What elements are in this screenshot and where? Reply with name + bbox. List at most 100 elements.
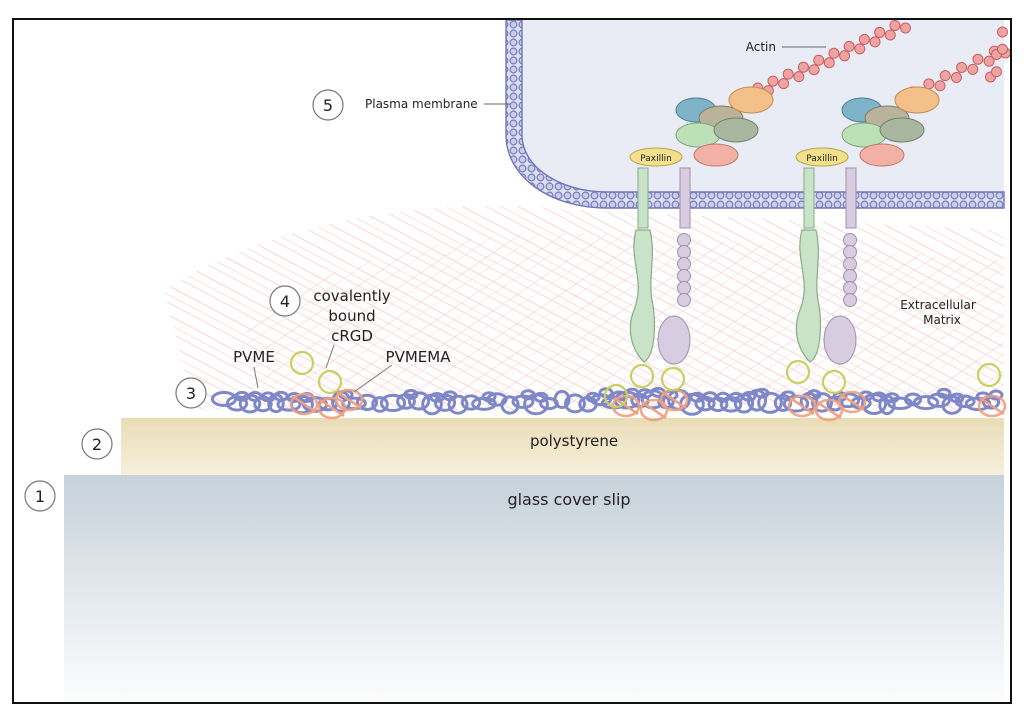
pvmema-strand	[336, 391, 362, 409]
crgd-ring	[785, 359, 811, 385]
ligand-label-line1: covalently	[313, 287, 390, 305]
polymer-coil	[460, 394, 482, 411]
figure-frame: glass cover slip polystyrene Actin Paxil…	[12, 18, 1012, 704]
pvmema-label: PVMEMA	[386, 348, 452, 366]
actin-label: Actin	[746, 40, 776, 54]
pvmema-strand	[291, 395, 317, 413]
pvmema-coil	[837, 390, 867, 414]
pvme-label: PVME	[233, 348, 275, 366]
pvmema-strand	[979, 397, 1005, 415]
glass-cover-slip: glass cover slip	[64, 475, 1004, 702]
callout-3-number: 3	[186, 384, 196, 403]
actin-bead	[950, 72, 962, 84]
integrin-alpha	[629, 229, 655, 363]
polymer-coil	[355, 393, 379, 411]
pvmema-coil	[639, 398, 669, 422]
pvmema-coil	[977, 394, 1007, 418]
actin-bead	[874, 26, 886, 38]
glass-label: glass cover slip	[507, 490, 630, 509]
integrin-beta-domain	[843, 293, 857, 307]
polystyrene-layer: polystyrene	[121, 418, 1004, 475]
polymer-coil	[936, 387, 952, 399]
pvmema-coil	[334, 388, 364, 412]
callout-1: 1	[24, 480, 56, 512]
focal-adhesions: Paxillin Paxillin	[629, 86, 940, 365]
plasma-membrane	[505, 20, 1005, 209]
membrane-label-text: Plasma membrane	[365, 97, 478, 111]
polystyrene-label: polystyrene	[530, 432, 618, 450]
callout-2: 2	[81, 428, 113, 460]
ligand-label-line2: bound	[328, 307, 375, 325]
polymer-coil	[954, 394, 976, 409]
pvmema-strand	[789, 397, 815, 415]
pvmema-strand	[661, 391, 687, 409]
callout-4-number: 4	[280, 292, 290, 311]
integrin-beta-head	[657, 315, 691, 365]
polymer-coil	[564, 393, 586, 414]
polymer-coil	[379, 393, 407, 413]
adaptor-protein	[713, 117, 759, 143]
integrin-beta-domain	[677, 233, 691, 247]
crgd-ring	[660, 366, 686, 392]
integrin-beta-tail	[845, 167, 857, 229]
integrin-beta-domain	[677, 245, 691, 259]
pvmema-strand	[641, 401, 667, 419]
actin-bead	[869, 36, 881, 48]
actin-bead	[793, 71, 805, 83]
adaptor-protein	[693, 143, 739, 167]
ecm-label-line1: Extracellular	[900, 298, 976, 312]
actin-bead	[839, 50, 851, 62]
actin-bead	[997, 43, 1008, 55]
crgd-ligand-rings	[289, 350, 1002, 409]
integrin-alpha-tail	[637, 167, 649, 229]
actin-bead	[823, 57, 835, 69]
polymer-coil	[447, 394, 469, 415]
integrin-beta-domain	[843, 233, 857, 247]
polymer-coil	[912, 395, 940, 411]
polymer-coil	[903, 392, 923, 407]
actin-bead	[923, 78, 935, 90]
actin-bead	[854, 43, 866, 55]
callout-2-number: 2	[92, 435, 102, 454]
polymer-coil	[810, 392, 834, 413]
focal-adhesion-complex: Paxillin	[795, 86, 940, 365]
paxillin-label: Paxillin	[640, 154, 672, 164]
paxillin-label: Paxillin	[806, 154, 838, 164]
polymer-coil	[500, 395, 520, 415]
actin-bead	[843, 40, 855, 52]
polymer-coil	[407, 391, 431, 411]
pvmema-strand	[319, 399, 345, 417]
integrin-beta-domain	[843, 281, 857, 295]
crgd-ring	[821, 369, 847, 395]
actin-bead	[813, 54, 825, 66]
actin-bead	[972, 53, 984, 65]
pvmema-coil	[317, 396, 347, 420]
actin-bead	[828, 47, 840, 59]
actin-bead	[991, 66, 1002, 78]
integrin-beta-domain	[677, 257, 691, 271]
callout-3: 3	[175, 377, 207, 409]
pvmema-strand	[816, 401, 842, 419]
callout-4: 4 covalently bound cRGD	[269, 285, 391, 369]
actin-bead	[939, 70, 951, 82]
integrin-alpha-tail	[803, 167, 815, 229]
integrin-beta-head	[823, 315, 857, 365]
integrin-beta-domain	[843, 269, 857, 283]
diagram-canvas: glass cover slip polystyrene Actin Paxil…	[24, 20, 1010, 702]
adaptor-protein	[894, 86, 940, 114]
pvmema-strand	[839, 393, 865, 411]
actin-bead	[983, 55, 995, 67]
callout-5-number: 5	[323, 96, 333, 115]
actin-bead	[782, 68, 794, 80]
adaptor-protein	[879, 117, 925, 143]
polymer-coil	[371, 396, 389, 413]
integrin-beta-tail	[679, 167, 691, 229]
integrin-alpha	[795, 229, 821, 363]
integrin-beta-domain	[677, 293, 691, 307]
actin-bead	[884, 29, 896, 41]
ligand-label-line3: cRGD	[331, 327, 373, 345]
adaptor-protein	[728, 86, 774, 114]
crgd-ring	[629, 363, 655, 389]
ecm-label-line2: Matrix	[923, 313, 961, 327]
focal-adhesion-complex: Paxillin	[629, 86, 774, 365]
